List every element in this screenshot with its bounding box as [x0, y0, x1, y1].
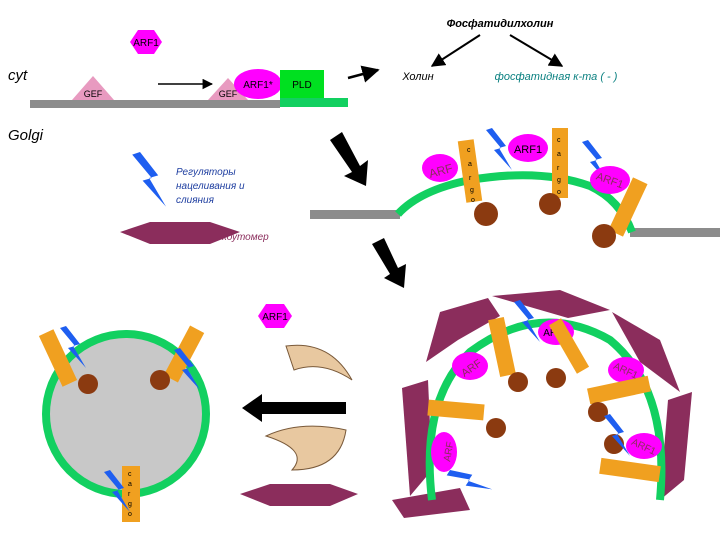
- svg-text:o: o: [128, 511, 132, 518]
- coat-receptor-5: ARF1: [599, 433, 662, 483]
- coat-receptor-4: ARF: [427, 399, 506, 472]
- membrane-bar-left: [310, 210, 400, 219]
- phosphatidic-acid-label: фосфатидная к-та ( - ): [495, 71, 618, 83]
- svg-text:a: a: [557, 151, 561, 158]
- membrane-green-segment: [280, 98, 348, 107]
- regulators-line-2: нацеливания и: [176, 181, 245, 192]
- coat-plates: [392, 290, 692, 518]
- arrow-to-choline: [430, 34, 481, 67]
- coat-receptor-2: ARF1: [538, 318, 590, 388]
- svg-text:a: a: [128, 481, 132, 488]
- phosphatidylcholine-label: Фосфатидилхолин: [447, 18, 554, 30]
- svg-text:ARF: ARF: [427, 161, 454, 181]
- svg-text:o: o: [471, 197, 475, 204]
- arf1-released-label: ARF1: [262, 312, 288, 323]
- svg-text:o: o: [557, 189, 561, 196]
- svg-text:g: g: [557, 177, 561, 184]
- regulators-line-1: Регуляторы: [176, 167, 236, 178]
- arf1-hexagon-label: ARF1: [133, 38, 159, 49]
- choline-label: Холин: [401, 71, 433, 83]
- svg-text:c: c: [557, 137, 561, 144]
- regulators-bolt: [132, 152, 166, 207]
- svg-text:ARF: ARF: [442, 441, 456, 463]
- arf1-active-ellipse: [234, 69, 282, 99]
- bud-cargo-letters-1: c a r g o: [467, 147, 475, 204]
- arrow-down-2: [372, 238, 406, 288]
- coat-receptor-1: ARF: [452, 316, 528, 392]
- gef-triangle-right: [208, 78, 248, 100]
- released-coatomer: [240, 484, 358, 506]
- svg-text:ARF1: ARF1: [514, 144, 542, 156]
- bud-receptor-3: ARF1: [590, 166, 648, 248]
- svg-text:a: a: [468, 161, 472, 168]
- arf1-active-label: ARF1*: [243, 80, 273, 91]
- budding-membrane-arc: [395, 171, 636, 234]
- svg-text:c: c: [128, 471, 132, 478]
- svg-text:r: r: [469, 175, 472, 182]
- arrow-down-1: [330, 132, 368, 186]
- released-coat-shell-top: [285, 344, 353, 381]
- gef-label-right: GEF: [219, 89, 238, 99]
- svg-text:r: r: [128, 491, 131, 498]
- arf1-hexagon-released: [258, 304, 292, 328]
- golgi-membrane-bar: [30, 100, 280, 108]
- released-coat-shell-bottom: [264, 425, 347, 471]
- coatomer-shape: [120, 222, 240, 244]
- regulators-line-3: слияния: [176, 195, 215, 206]
- vesicle-cargo-letters-bottom: c a r g o: [128, 471, 132, 518]
- svg-text:g: g: [128, 501, 132, 508]
- pld-label: PLD: [292, 80, 311, 91]
- svg-text:c: c: [467, 147, 471, 154]
- cyt-label: cyt: [8, 67, 28, 84]
- arf1-hexagon-cytosol: [130, 30, 162, 54]
- coat-receptor-3: ARF1: [587, 357, 651, 422]
- bud-receptor-1: ARF: [422, 139, 498, 226]
- coatomer-label: коутомер: [222, 232, 269, 243]
- bud-receptor-2: ARF1: [508, 128, 568, 215]
- gef-triangle-left: [72, 76, 114, 100]
- arrow-to-phosphatidic-acid: [509, 34, 564, 67]
- vesicle-receptor-left: [38, 329, 98, 394]
- pld-box: [280, 70, 324, 98]
- gef-label-left: GEF: [84, 89, 103, 99]
- arrow-left-big: [242, 394, 346, 422]
- bud-cargo-letters-2: c a r g o: [557, 137, 561, 196]
- pld-product-arrow: [347, 65, 380, 83]
- membrane-bar-right: [630, 228, 720, 237]
- svg-text:g: g: [470, 187, 474, 194]
- golgi-label: Golgi: [8, 127, 44, 144]
- svg-text:r: r: [557, 165, 560, 172]
